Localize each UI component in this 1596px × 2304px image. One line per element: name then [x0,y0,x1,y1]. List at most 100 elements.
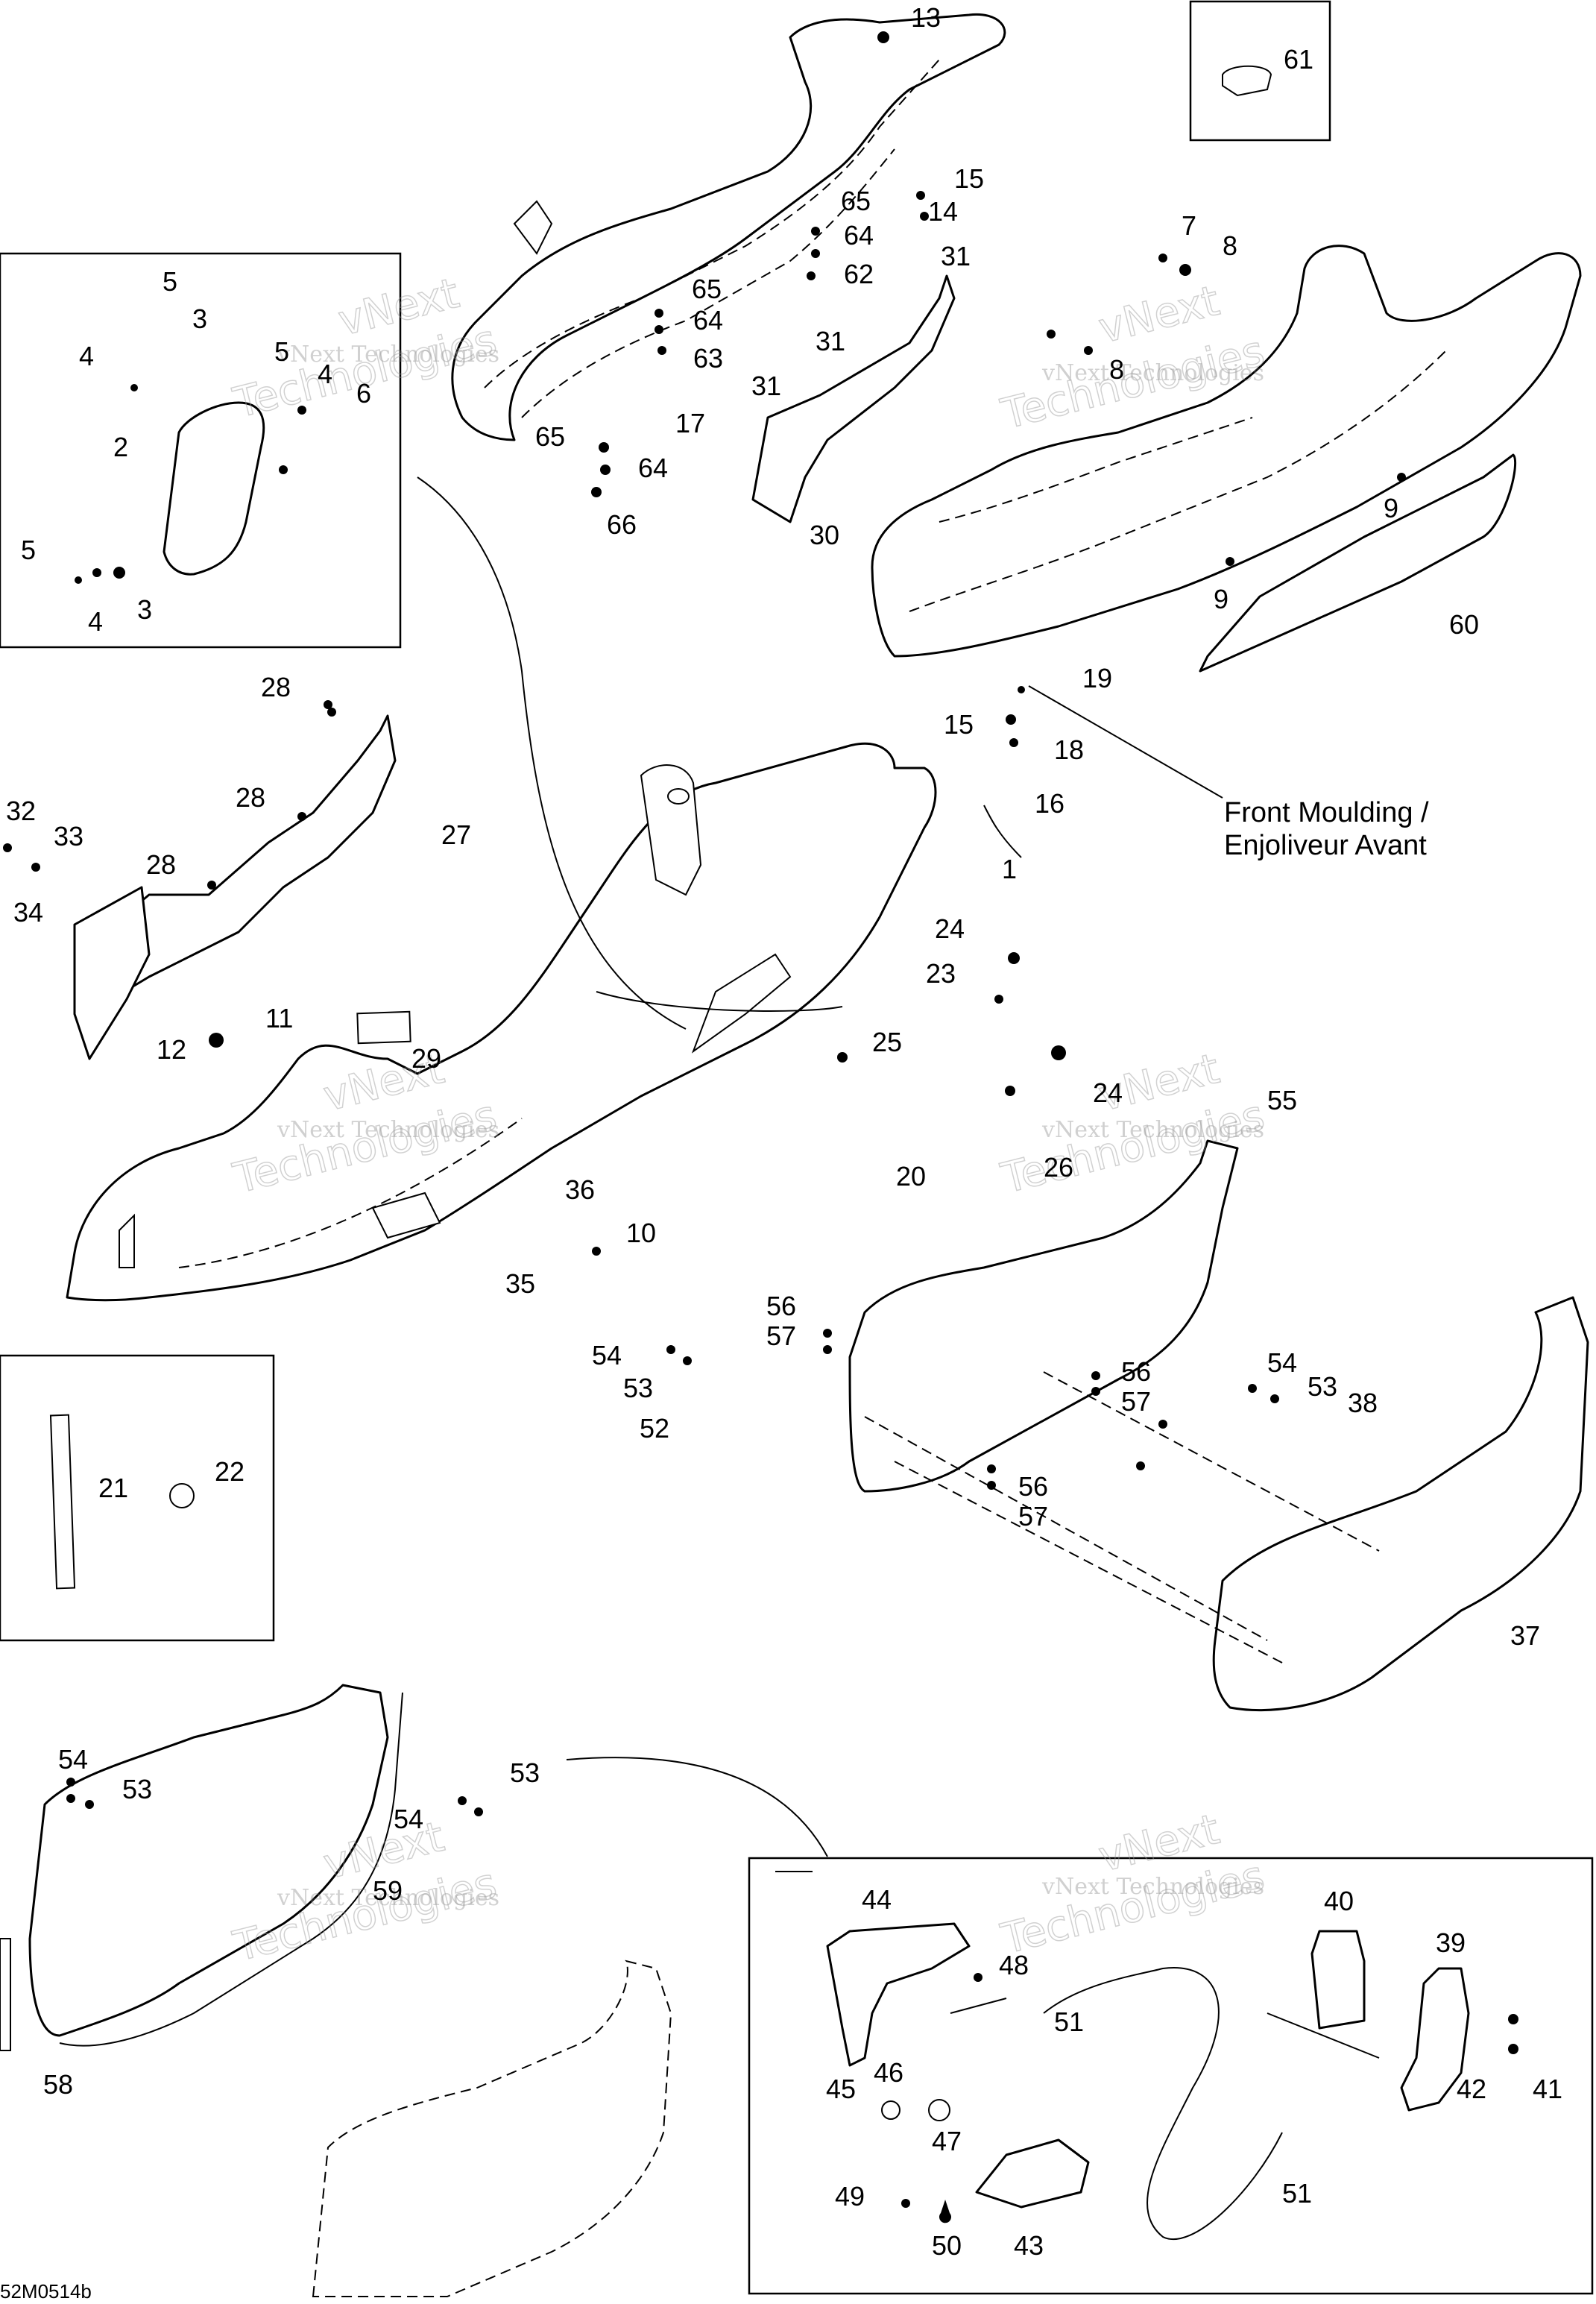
rear-moulding [451,13,1006,441]
callout-19: 19 [1082,663,1112,693]
detail-box-latch [748,1857,1594,2295]
callout-62: 62 [844,259,874,289]
callout-28c: 28 [146,849,176,880]
bin-cover-37 [1212,1296,1589,1712]
callout-65a: 65 [841,186,871,216]
spring-45 [881,2100,900,2120]
callout-66: 66 [607,509,637,540]
callout-5c: 5 [21,535,36,565]
callout-64b: 64 [693,305,723,336]
callout-24b: 24 [1093,1077,1123,1108]
callout-64c: 64 [638,453,668,483]
callout-39: 39 [1436,1927,1466,1958]
plug-22 [169,1483,195,1508]
strip-21 [49,1414,76,1590]
decal-29 [356,1010,411,1045]
callout-4a: 4 [79,341,94,371]
callout-57a: 57 [766,1321,796,1351]
callout-54c: 54 [58,1744,88,1775]
callout-labels: 13 61 15 14 65 64 62 31 7 8 8 65 64 63 3… [6,2,1562,2261]
callout-10: 10 [626,1218,656,1248]
latch-bracket-40 [1310,1930,1366,2030]
callout-37: 37 [1510,1620,1540,1651]
callout-35: 35 [505,1268,535,1299]
callout-17: 17 [675,408,705,438]
callout-61: 61 [1284,44,1313,75]
callout-52: 52 [640,1413,669,1444]
callout-32: 32 [6,796,36,826]
panel-58 [0,1938,11,2051]
callout-28a: 28 [261,672,291,702]
callout-54a: 54 [592,1340,622,1370]
main-bumper [66,742,937,1302]
callout-51b: 51 [1282,2178,1312,2209]
callout-27: 27 [441,819,471,850]
callout-49: 49 [835,2181,865,2212]
callout-56c: 56 [1018,1471,1048,1502]
callout-23: 23 [926,958,956,989]
callout-15b: 15 [944,709,974,740]
callout-53d: 53 [510,1757,540,1788]
callout-53c: 53 [122,1774,152,1804]
callout-3a: 3 [192,303,207,334]
bin-liner-55 [848,1139,1239,1493]
callout-22: 22 [215,1456,245,1487]
cam-46 [928,2099,950,2121]
callout-55: 55 [1267,1085,1297,1115]
callout-4b: 4 [318,359,332,389]
watermark-small-1: vNext Technologies [277,341,499,368]
callout-47: 47 [932,2126,962,2156]
callout-54b: 54 [1267,1347,1297,1378]
plug-61 [1222,65,1272,97]
callout-29: 29 [411,1043,441,1074]
callout-16: 16 [1035,788,1064,819]
detail-box-side-panel [0,252,402,649]
cover-43 [975,2138,1090,2209]
drop-50 [939,2200,951,2223]
callout-38: 38 [1348,1388,1378,1418]
callout-3b: 3 [137,594,152,625]
callout-18: 18 [1054,734,1084,765]
watermark-small-6: vNext Technologies [1041,1874,1264,1900]
seal-strip-59 [59,1692,403,2047]
detail-box-plug [1189,0,1331,142]
latch-plate-39 [1400,1967,1470,2112]
callout-63: 63 [693,343,723,374]
callout-15a: 15 [954,163,984,194]
callout-31b: 31 [816,326,845,356]
callout-9a: 9 [1384,493,1398,523]
cable-51 [1043,1967,1283,2241]
callout-31a: 31 [941,241,971,271]
side-panel-2 [163,401,265,576]
callout-31c: 31 [751,371,781,401]
callout-7: 7 [1182,210,1196,241]
callout-21: 21 [98,1473,128,1503]
skid-plate-60 [1199,453,1517,673]
note-line-2: Enjoliveur Avant [1224,830,1427,861]
callout-33: 33 [54,821,83,852]
callout-59: 59 [373,1875,403,1906]
callout-42: 42 [1457,2074,1486,2104]
callout-5a: 5 [163,266,177,297]
bracket-30 [751,274,956,523]
callout-57c: 57 [1018,1501,1048,1532]
callout-45: 45 [826,2074,856,2104]
diagram-code: 52M0514b [0,2280,92,2303]
callout-53a: 53 [623,1373,653,1403]
callout-51a: 51 [1054,2006,1084,2037]
callout-48: 48 [999,1950,1029,1980]
callout-54d: 54 [394,1804,423,1834]
callout-26: 26 [1044,1152,1073,1183]
side-panel-34 [73,886,151,1060]
callout-58: 58 [43,2069,73,2100]
bin-cover-lower [312,1960,672,2297]
callout-30: 30 [810,520,839,550]
callout-41: 41 [1533,2074,1562,2104]
note-line-1: Front Moulding / [1224,797,1429,828]
detail-box-strip [0,1354,275,1642]
callout-9b: 9 [1214,584,1228,614]
callout-25: 25 [872,1027,902,1057]
callout-14: 14 [928,196,958,227]
bin-guide-lines [864,1371,1380,1664]
